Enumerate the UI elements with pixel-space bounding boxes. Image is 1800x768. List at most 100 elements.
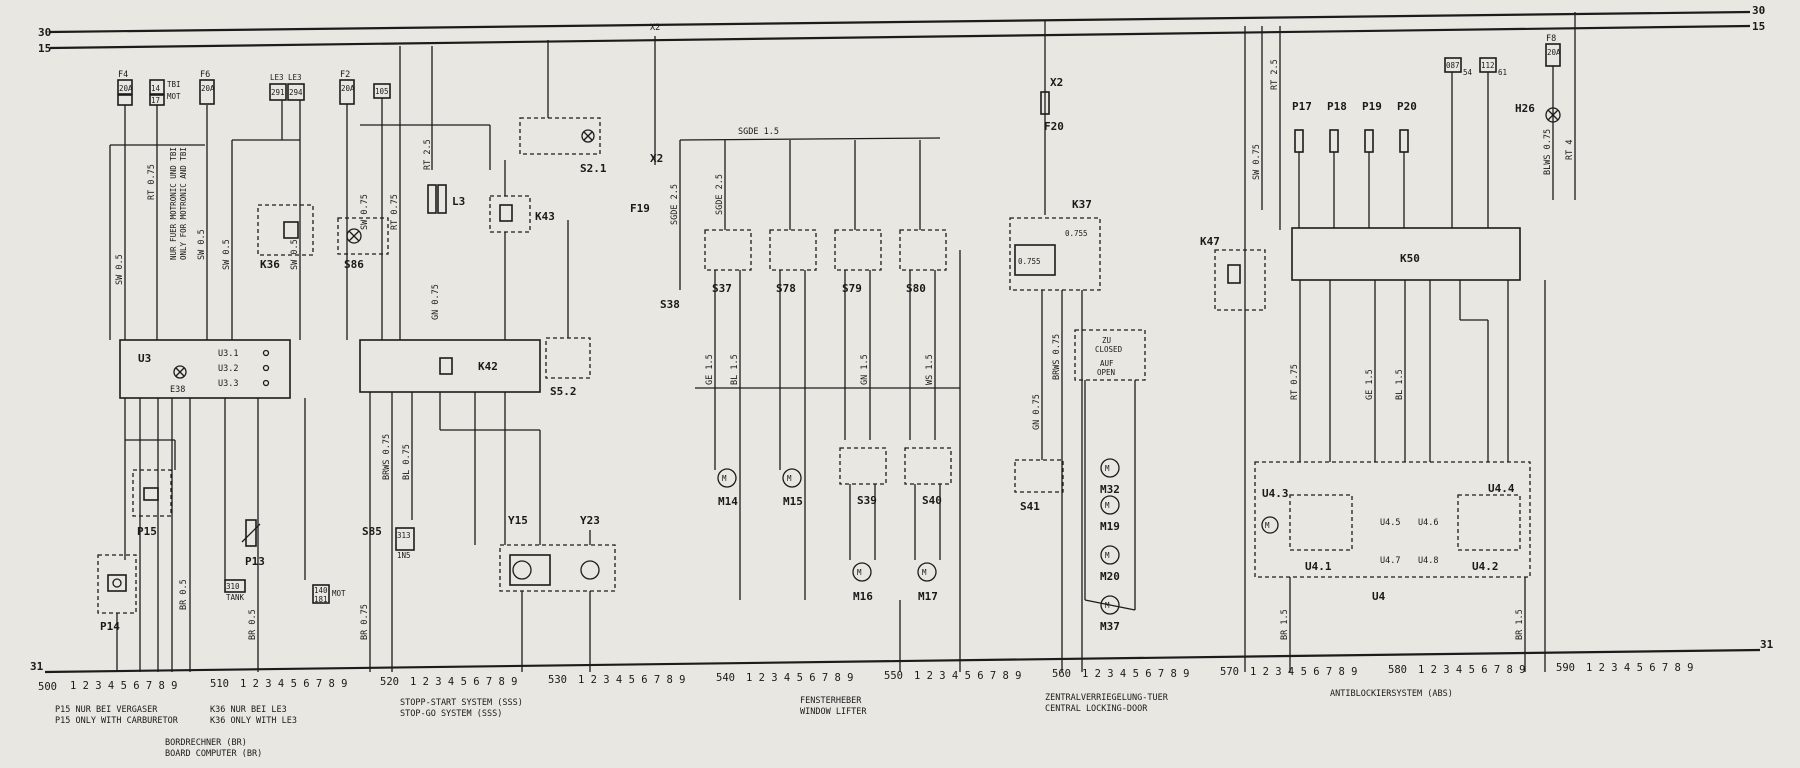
svg-text:1 2 3 4 5 6 7 8 9: 1 2 3 4 5 6 7 8 9 <box>1586 662 1693 674</box>
note-p15-de: P15 NUR BEI VERGASER <box>55 705 158 715</box>
bus-30-label-right: 30 <box>1752 4 1765 17</box>
svg-text:RT 0.75: RT 0.75 <box>1290 364 1300 400</box>
svg-text:U4.1: U4.1 <box>1305 560 1332 573</box>
note-k36-de: K36 NUR BEI LE3 <box>210 705 287 715</box>
motor-m16-label: M16 <box>853 590 873 603</box>
motor-m20-label: M20 <box>1100 570 1120 583</box>
sensor-p15-label: P15 <box>137 525 157 538</box>
svg-text:BR 0.75: BR 0.75 <box>360 604 370 640</box>
svg-text:U4.2: U4.2 <box>1472 560 1499 573</box>
svg-text:M: M <box>787 474 792 483</box>
caption-window-lifter-de: FENSTERHEBER <box>800 696 862 706</box>
switch-s2-1-label: S2.1 <box>580 162 607 175</box>
svg-text:BRWS 0.75: BRWS 0.75 <box>1052 334 1062 380</box>
svg-text:14: 14 <box>151 84 161 93</box>
svg-text:291: 291 <box>271 88 285 97</box>
relay-k37-label: K37 <box>1072 198 1092 211</box>
ruler-560: 560 <box>1052 668 1071 680</box>
relay-k47-label: K47 <box>1200 235 1220 248</box>
relay-k43-label: K43 <box>535 210 555 223</box>
svg-text:RT 0.75: RT 0.75 <box>147 164 157 200</box>
svg-text:SGDE 2.5: SGDE 2.5 <box>715 174 725 215</box>
svg-text:U4.6: U4.6 <box>1418 518 1438 528</box>
connector-x2-label-a: X2 <box>650 23 660 33</box>
window-lifter-section: X2 F19 X2 SGDE 1.5 S38 SGDE 2.5 SGDE 2.5… <box>630 23 961 672</box>
switch-s79-label: S79 <box>842 282 862 295</box>
svg-text:BL 1.5: BL 1.5 <box>1395 369 1405 400</box>
motor-m19-label: M19 <box>1100 520 1120 533</box>
abs-module-k50-label: K50 <box>1400 252 1420 265</box>
motor-m32-label: M32 <box>1100 483 1120 496</box>
svg-text:SW 0.5: SW 0.5 <box>222 239 232 270</box>
svg-text:M: M <box>1265 521 1270 530</box>
svg-text:20A: 20A <box>341 84 355 93</box>
svg-text:MOT: MOT <box>332 589 346 598</box>
relay-k42-label: K42 <box>478 360 498 373</box>
relay-k36-label: K36 <box>260 258 280 271</box>
ruler-510: 510 <box>210 678 229 690</box>
board-computer-section: F4 20A 14 17 TBI MOT F6 20A LE3 LE3 291 … <box>97 70 346 672</box>
svg-text:1 2 3 4 5 6 7 8 9: 1 2 3 4 5 6 7 8 9 <box>410 676 517 688</box>
svg-text:GN 0.75: GN 0.75 <box>431 284 441 320</box>
svg-text:U4.3: U4.3 <box>1262 487 1289 500</box>
abs-section: SW 0.75 RT 2.5 K47 P17 P18 P19 P20 087 5… <box>1200 12 1576 672</box>
switch-s40-label: S40 <box>922 494 942 507</box>
switch-s85-label: S85 <box>362 525 382 538</box>
switch-s41-label: S41 <box>1020 500 1040 513</box>
fuse-f20-label: F20 <box>1044 120 1064 133</box>
svg-text:SW 0.75: SW 0.75 <box>1252 144 1262 180</box>
ruler-530: 530 <box>548 674 567 686</box>
motor-m17-label: M17 <box>918 590 938 603</box>
ruler-550: 550 <box>884 670 903 682</box>
ruler-540: 540 <box>716 672 735 684</box>
svg-text:MOT: MOT <box>167 92 181 101</box>
ruler-520: 520 <box>380 676 399 688</box>
sensor-p20-label: P20 <box>1397 100 1417 113</box>
sensor-p14-label: P14 <box>100 620 120 633</box>
svg-text:WS 1.5: WS 1.5 <box>925 354 935 385</box>
switch-s37-label: S37 <box>712 282 732 295</box>
svg-text:61: 61 <box>1498 68 1507 77</box>
caption-board-computer-en: BOARD COMPUTER (BR) <box>165 749 262 759</box>
caption-stop-start-de: STOPP-START SYSTEM (SSS) <box>400 698 523 708</box>
stop-start-section: F2 20A 105 S86 L3 K43 S2.1 K42 <box>337 40 616 672</box>
section-captions: P15 NUR BEI VERGASER P15 ONLY WITH CARBU… <box>55 689 1453 759</box>
valve-y15-label: Y15 <box>508 514 528 527</box>
svg-text:GN 1.5: GN 1.5 <box>860 354 870 385</box>
svg-text:RT 2.5: RT 2.5 <box>1270 59 1280 90</box>
svg-text:140: 140 <box>314 586 328 595</box>
caption-window-lifter-en: WINDOW LIFTER <box>800 707 867 717</box>
svg-text:BR 0.5: BR 0.5 <box>248 609 258 640</box>
svg-text:RT 4: RT 4 <box>1565 140 1575 160</box>
sensor-p19-label: P19 <box>1362 100 1382 113</box>
svg-text:181: 181 <box>314 595 328 604</box>
svg-text:AUF: AUF <box>1100 359 1114 368</box>
svg-text:LE3: LE3 <box>288 73 302 82</box>
svg-text:1 2 3 4 5 6 7 8 9: 1 2 3 4 5 6 7 8 9 <box>578 674 685 686</box>
svg-text:GN 0.75: GN 0.75 <box>1032 394 1042 430</box>
valve-y23-label: Y23 <box>580 514 600 527</box>
caption-board-computer-de: BORDRECHNER (BR) <box>165 738 247 748</box>
svg-text:SGDE 2.5: SGDE 2.5 <box>670 184 680 225</box>
svg-text:0.755: 0.755 <box>1018 257 1041 266</box>
svg-text:310: 310 <box>226 582 240 591</box>
svg-text:U4.7: U4.7 <box>1380 556 1400 566</box>
svg-text:U3.2: U3.2 <box>218 364 238 374</box>
svg-text:M: M <box>1105 501 1110 510</box>
svg-text:BR 0.5: BR 0.5 <box>179 579 189 610</box>
svg-text:U4.8: U4.8 <box>1418 556 1438 566</box>
svg-text:LE3: LE3 <box>270 73 284 82</box>
sensor-p17-label: P17 <box>1292 100 1312 113</box>
bus-31-label-left: 31 <box>30 660 44 673</box>
svg-text:ONLY FOR MOTRONIC AND TBI: ONLY FOR MOTRONIC AND TBI <box>179 147 188 260</box>
switch-s38-label: S38 <box>660 298 680 311</box>
svg-text:1N5: 1N5 <box>397 551 411 560</box>
switch-s80-label: S80 <box>906 282 926 295</box>
svg-text:OPEN: OPEN <box>1097 368 1115 377</box>
svg-text:0.755: 0.755 <box>1065 229 1088 238</box>
svg-text:BRWS 0.75: BRWS 0.75 <box>382 434 392 480</box>
svg-text:17: 17 <box>151 96 160 105</box>
svg-text:M: M <box>722 474 727 483</box>
central-locking-section: X2 F20 0.755 0.755 K37 ZU CLOSED AUF OPE… <box>1009 20 1146 672</box>
svg-text:20A: 20A <box>1547 48 1561 57</box>
